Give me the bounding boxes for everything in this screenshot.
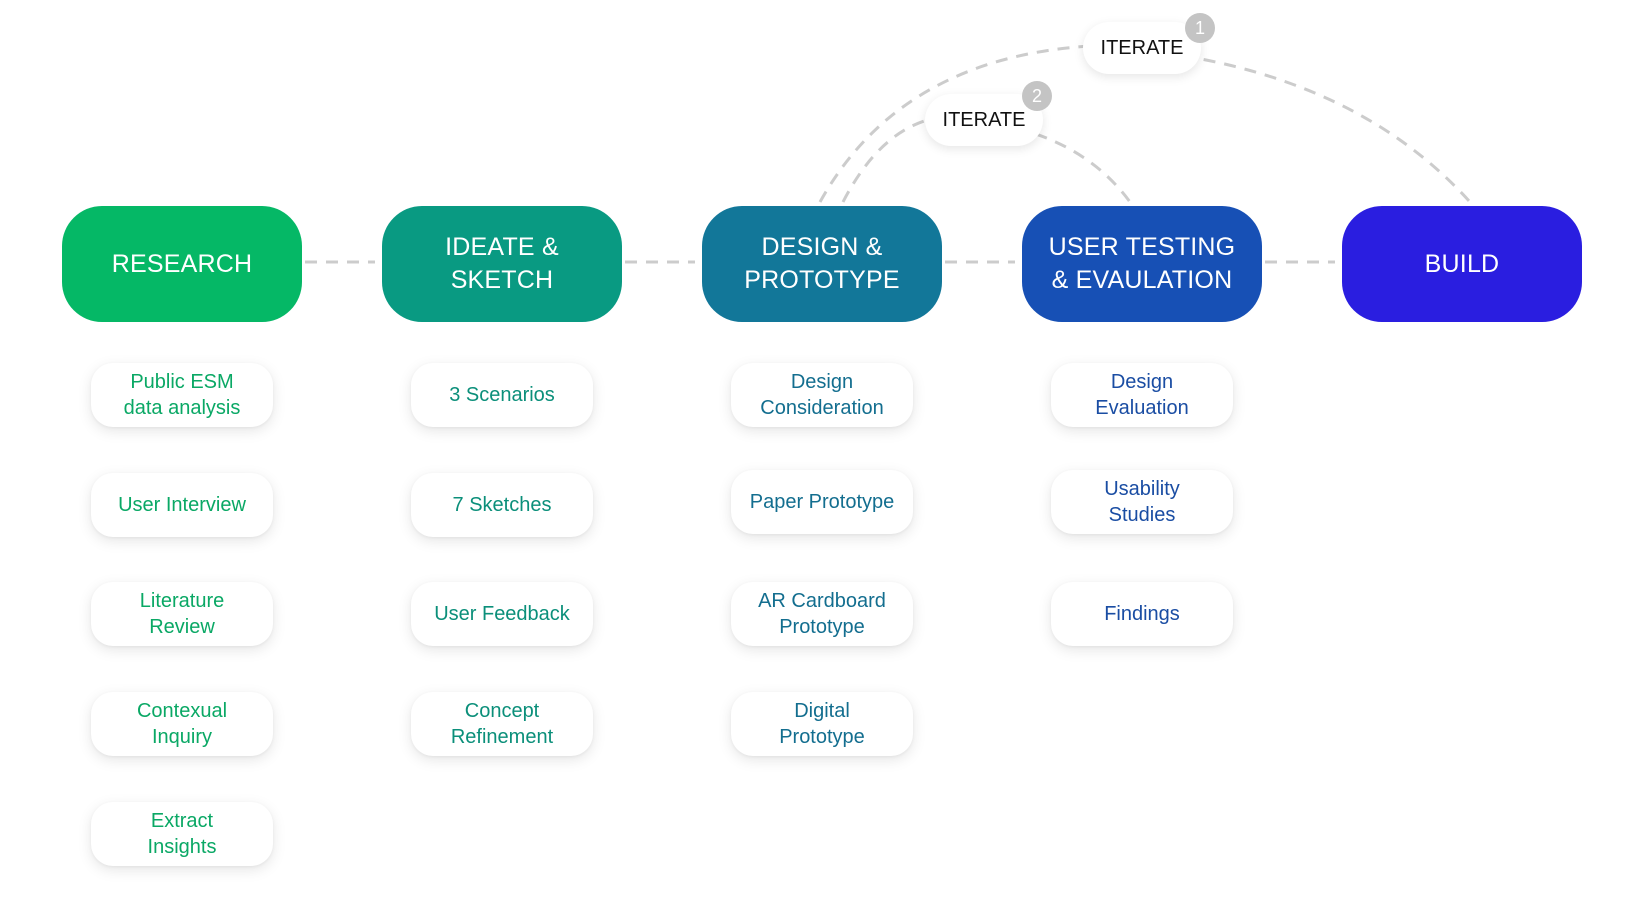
design-card: Design Consideration: [731, 363, 913, 427]
design-card: AR Cardboard Prototype: [731, 582, 913, 646]
iterate-label: ITERATE: [1100, 36, 1184, 59]
iterate-label: ITERATE: [942, 108, 1026, 131]
card-label: Paper Prototype: [749, 491, 895, 513]
card-label: Digital Prototype: [779, 700, 865, 748]
ideate-card: User Feedback: [411, 582, 593, 646]
card-label: Concept Refinement: [450, 700, 554, 748]
iterate-badge-1: 1: [1185, 13, 1215, 43]
research-card: Public ESM data analysis: [91, 363, 273, 427]
phase-research: RESEARCH: [62, 206, 302, 322]
iterate-badge-number: 1: [1194, 17, 1205, 38]
card-label: Findings: [1104, 603, 1180, 625]
research-card: Extract Insights: [91, 802, 273, 866]
iterate-badge-2: 2: [1022, 81, 1052, 111]
research-card: User Interview: [91, 473, 273, 537]
card-label: Usability Studies: [1104, 478, 1180, 526]
phase-build: BUILD: [1342, 206, 1582, 322]
design-card: Digital Prototype: [731, 692, 913, 756]
phase-design-prototype-label: DESIGN & PROTOTYPE: [744, 233, 900, 294]
card-label: AR Cardboard Prototype: [758, 590, 886, 638]
card-label: User Interview: [118, 494, 246, 516]
phase-build-label: BUILD: [1424, 249, 1500, 278]
research-card: Contexual Inquiry: [91, 692, 273, 756]
card-label: 7 Sketches: [452, 494, 552, 516]
card-label: 3 Scenarios: [449, 384, 555, 406]
ideate-card: 7 Sketches: [411, 473, 593, 537]
ideate-card: Concept Refinement: [411, 692, 593, 756]
testing-card: Usability Studies: [1051, 470, 1233, 534]
card-label: User Feedback: [434, 603, 570, 625]
phase-ideate-sketch-label: IDEATE & SKETCH: [445, 233, 559, 294]
phase-research-label: RESEARCH: [111, 249, 253, 278]
ideate-card: 3 Scenarios: [411, 363, 593, 427]
phase-user-testing: USER TESTING & EVAULATION: [1022, 206, 1262, 322]
testing-card: Findings: [1051, 582, 1233, 646]
iterate-badge-number: 2: [1031, 85, 1042, 106]
iterate-pill-1: ITERATE: [1083, 22, 1201, 74]
card-label: Public ESM data analysis: [123, 371, 241, 419]
phase-user-testing-label: USER TESTING & EVAULATION: [1048, 233, 1236, 294]
card-label: Extract Insights: [147, 810, 217, 858]
card-label: Literature Review: [139, 590, 225, 638]
phase-design-prototype: DESIGN & PROTOTYPE: [702, 206, 942, 322]
card-label: Contexual Inquiry: [136, 700, 228, 748]
card-label: Design Evaluation: [1095, 371, 1189, 419]
design-card: Paper Prototype: [731, 470, 913, 534]
research-card: Literature Review: [91, 582, 273, 646]
phase-ideate-sketch: IDEATE & SKETCH: [382, 206, 622, 322]
testing-card: Design Evaluation: [1051, 363, 1233, 427]
card-label: Design Consideration: [760, 371, 884, 419]
